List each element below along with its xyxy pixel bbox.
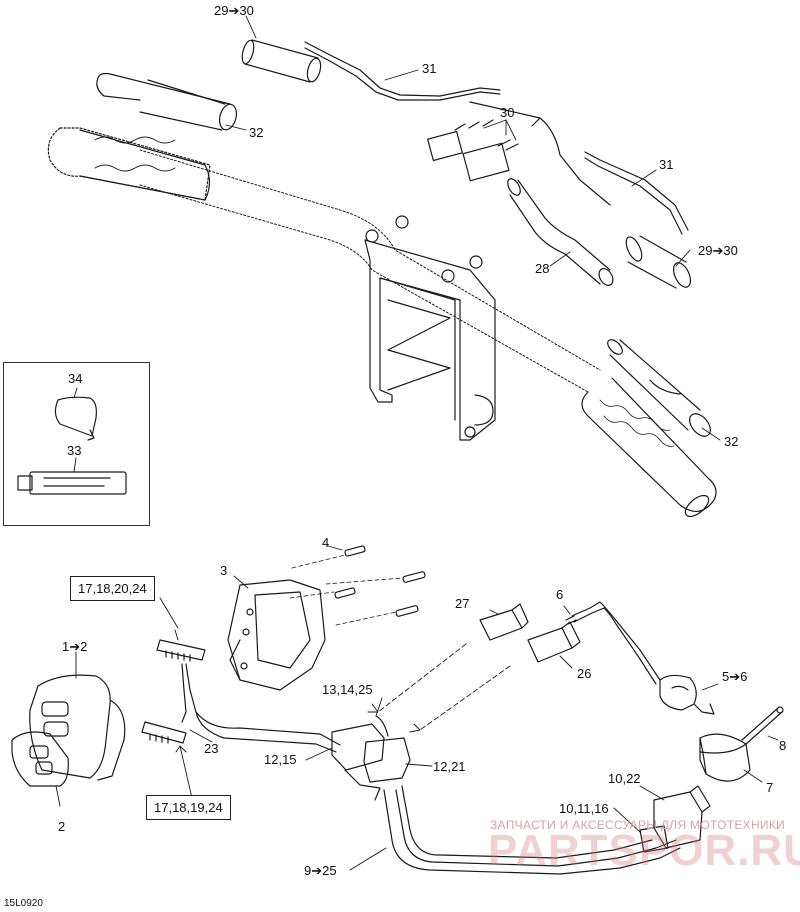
grease-tube-33	[17, 471, 127, 495]
boxed-label-17-18-19-24: 17,18,19,24	[146, 795, 231, 820]
callout-29-30-top: 29➔30	[214, 3, 254, 18]
handlebar-riser	[364, 215, 496, 441]
diagram-code: 15L0920	[4, 898, 43, 909]
callout-30: 30	[500, 105, 515, 120]
callout-28: 28	[535, 261, 550, 276]
callout-12-15: 12,15	[264, 752, 297, 767]
connector-17-18-19-24	[141, 721, 193, 799]
callout-32-right: 32	[724, 434, 739, 449]
callout-23: 23	[204, 741, 219, 756]
wire-31-right	[539, 117, 689, 235]
callout-33: 33	[67, 443, 82, 458]
callout-34: 34	[68, 371, 83, 386]
grip-tube-32-top	[96, 72, 238, 131]
switch-housing-1-2	[29, 674, 126, 781]
central-connector-block	[331, 715, 411, 801]
sleeve-29-30-top	[241, 39, 322, 83]
callout-7: 7	[766, 780, 774, 795]
leader-lines	[55, 15, 779, 871]
connector-26	[527, 621, 581, 663]
grommet-5-6	[659, 674, 715, 715]
inset-part-34	[54, 396, 97, 441]
left-grip	[47, 127, 211, 201]
callout-29-30-right: 29➔30	[698, 243, 738, 258]
connector-17-18-20-24	[156, 629, 206, 662]
callout-5-6: 5➔6	[722, 669, 748, 684]
callout-31-right: 31	[659, 157, 674, 172]
callout-8: 8	[779, 738, 787, 753]
watermark-tagline: ЗАПЧАСТИ И АКСЕССУАРЫ ДЛЯ МОТОТЕХНИКИ	[490, 818, 786, 832]
callout-27: 27	[455, 596, 470, 611]
assembly-arrows	[367, 643, 511, 733]
callout-10-11-16: 10,11,16	[559, 801, 609, 816]
callout-26: 26	[577, 666, 592, 681]
callout-32-top: 32	[249, 125, 264, 140]
screws-4	[289, 545, 426, 626]
housing-3	[227, 579, 326, 691]
connector-27	[479, 603, 529, 641]
callout-4: 4	[322, 535, 330, 550]
switch-cluster-2	[11, 731, 69, 787]
pin-8	[741, 706, 784, 745]
relay-block-10-11-16	[639, 825, 669, 853]
callout-3: 3	[220, 563, 228, 578]
inset-box	[3, 362, 150, 526]
harness-23	[181, 663, 341, 753]
callout-12-21: 12,21	[433, 759, 466, 774]
grip-tube-32-right	[607, 339, 711, 437]
sleeve-29-30-right	[625, 235, 691, 289]
callout-1-2: 1➔2	[62, 639, 88, 654]
cap-7	[699, 733, 751, 782]
right-grip	[581, 377, 717, 518]
connectors-30	[427, 119, 519, 182]
callout-6: 6	[556, 587, 564, 602]
tube-28	[507, 178, 614, 286]
callout-13-14-25: 13,14,25	[322, 682, 373, 697]
harness-9-25	[383, 785, 681, 875]
callout-2: 2	[58, 819, 66, 834]
boxed-label-17-18-20-24: 17,18,20,24	[70, 576, 155, 601]
callout-10-22: 10,22	[608, 771, 641, 786]
callout-9-25: 9➔25	[304, 863, 337, 878]
callout-31-top: 31	[422, 61, 437, 76]
wire-6	[565, 601, 661, 685]
watermark-logo: PARTSPOR.RU	[488, 826, 800, 875]
